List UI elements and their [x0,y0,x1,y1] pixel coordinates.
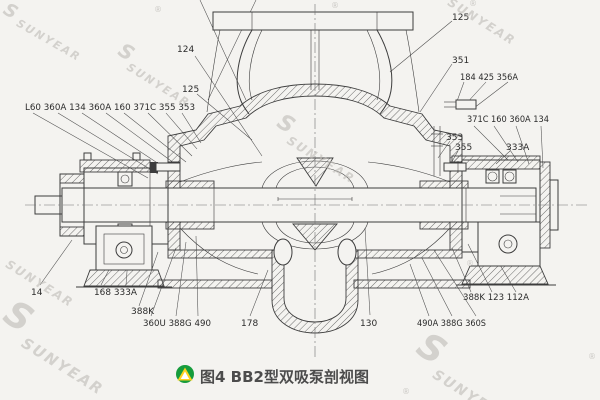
suction-eye-left [273,238,293,266]
ball-bearing [487,171,498,182]
part-label-left-row: L60 360A 134 360A 160 371C 355 353 [25,103,195,113]
part-label-388K-left: 388K [131,307,155,317]
part-label-14: 14 [31,288,43,298]
part-label-130: 130 [360,319,377,329]
part-label-333A: 333A [506,143,530,153]
part-label-388K-123-112A: 388K 123 112A [463,293,530,303]
registered-mark: ® [402,387,410,396]
centerlines [25,4,588,358]
left-bearing-assembly [59,152,181,288]
part-label-125-right: 125 [452,13,469,23]
part-label-351: 351 [452,56,469,66]
registered-mark: ® [469,0,477,8]
watermark: S SUNYEAR [0,0,83,65]
discharge-pipe [206,11,420,115]
watermark: SUNYEAR [445,0,518,48]
left-gland-packing [79,159,151,173]
suction-eye-right [337,238,357,266]
part-label-353: 353 [446,133,463,143]
part-label-355: 355 [455,143,472,153]
registered-mark: ® [588,352,596,361]
casing-stud-bolt [455,99,477,110]
left-foot [83,269,165,287]
left-gland-bolt [155,162,181,172]
svg-text:S: S [0,293,42,343]
watermark: S SUNYEAR [409,325,513,400]
figure-caption: 图4 BB2型双吸泵剖视图 [176,365,369,386]
right-gland-bolt [443,162,467,172]
part-label-371C-160-360A-134: 371C 160 360A 134 [467,115,549,125]
part-label-490A-388G-360S: 490A 388G 360S [417,319,486,329]
svg-text:SUNYEAR: SUNYEAR [429,367,513,400]
svg-text:S: S [114,38,141,67]
svg-text:SUNYEAR: SUNYEAR [14,17,83,65]
watermark: S SUNYEAR [0,293,107,399]
figure-caption-text: 图4 BB2型双吸泵剖视图 [200,368,369,386]
svg-text:SUNYEAR: SUNYEAR [18,334,107,399]
svg-text:S: S [409,325,454,375]
left-oil-cup [115,241,133,259]
part-label-360U-388G-490: 360U 388G 490 [143,319,211,329]
right-oil-cup [498,234,518,254]
right-support-box [477,221,541,267]
discharge-flange [212,11,414,31]
registered-mark: ® [154,5,162,14]
part-label-178: 178 [241,319,258,329]
left-support-box [95,225,153,271]
part-labels: 124 125 L60 360A 134 360A 160 371C 355 3… [25,13,549,329]
part-label-124: 124 [177,45,194,55]
svg-text:SUNYEAR: SUNYEAR [284,133,357,186]
part-label-125-left: 125 [182,85,199,95]
shaft-sleeve [165,180,215,189]
svg-text:SUNYEAR: SUNYEAR [445,0,518,48]
registered-mark: ® [466,259,474,268]
right-foot [461,265,549,285]
part-label-168-333A: 168 333A [94,288,138,298]
registered-mark: ® [331,1,339,10]
part-label-184-425-356A: 184 425 356A [460,73,519,83]
